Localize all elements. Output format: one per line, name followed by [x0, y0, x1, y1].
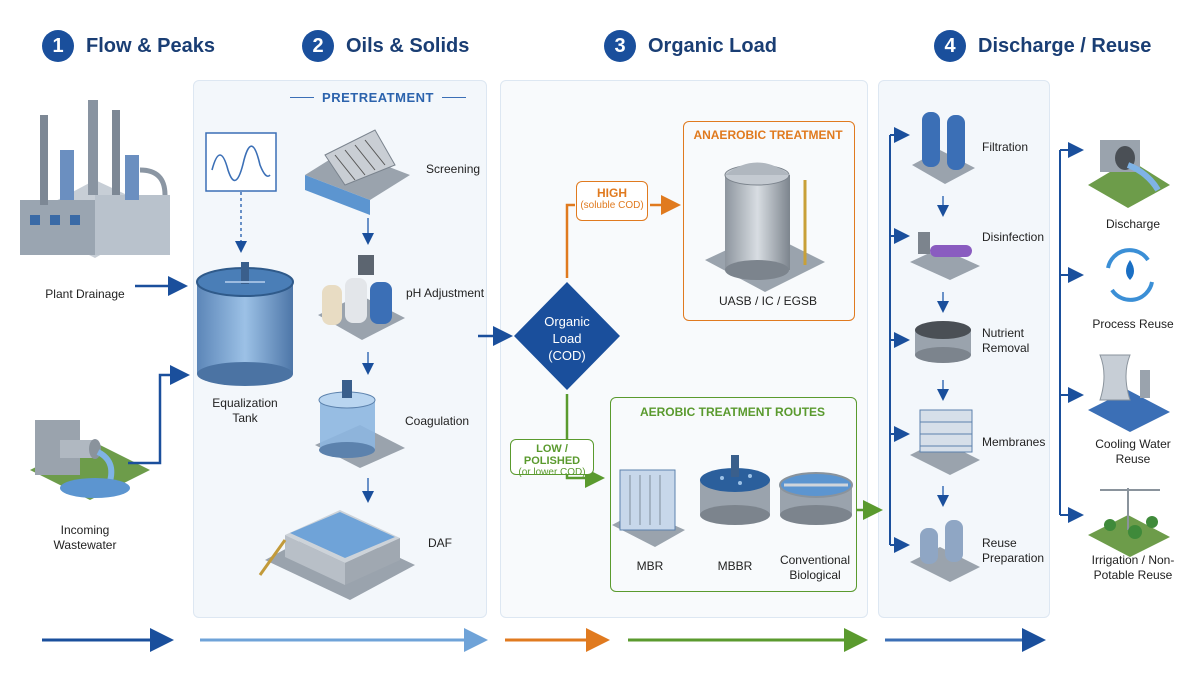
discharge-icon	[1088, 140, 1170, 208]
reuse-prep-line2: Preparation	[982, 551, 1045, 565]
plant-drainage-label: Plant Drainage	[45, 287, 125, 301]
step-title: Organic Load	[648, 34, 777, 57]
step-number: 4	[934, 30, 966, 62]
filtration-icon	[912, 112, 975, 184]
process-reuse-label: Process Reuse	[1078, 317, 1188, 332]
ph-adjustment-label: pH Adjustment	[406, 286, 485, 300]
incoming-wastewater-label: Incoming Wastewater	[30, 523, 140, 553]
step-title: Flow & Peaks	[86, 34, 215, 57]
mbbr-icon	[700, 455, 770, 525]
screening-label: Screening	[426, 162, 481, 176]
flow-chart-monitor-icon	[205, 132, 277, 192]
nutrient-removal-label: Nutrient Removal	[982, 326, 1029, 356]
step-4-header: 4 Discharge / Reuse	[934, 30, 1151, 62]
cooling-line2: Reuse	[1115, 452, 1151, 466]
irrigation-line1: Irrigation / Non-	[1091, 553, 1175, 567]
membranes-icon	[910, 409, 980, 475]
daf-unit-icon	[258, 510, 415, 600]
step-3-header: 3 Organic Load	[604, 30, 777, 62]
mbr-line1: MBR	[636, 559, 664, 573]
high-cod-tag: HIGH (soluble COD)	[576, 181, 648, 221]
disinfection-label: Disinfection	[982, 230, 1044, 245]
decision-line3: (COD)	[548, 348, 586, 363]
low-cod-tag: LOW / POLISHED (or lower COD)	[510, 439, 594, 478]
cooling-line1: Cooling Water	[1095, 437, 1171, 451]
incoming-line1: Incoming	[60, 523, 110, 537]
disinfection-line1: Disinfection	[982, 230, 1045, 244]
conventional-line1: Conventional	[779, 553, 851, 567]
irrigation-reuse-label: Irrigation / Non- Potable Reuse	[1078, 553, 1188, 583]
mbr-icon	[612, 469, 685, 547]
incoming-line2: Wastewater	[53, 538, 117, 552]
decision-line2: Load	[552, 331, 582, 346]
anaerobic-reactor-icon	[705, 162, 825, 292]
equalization-tank-icon	[196, 262, 294, 386]
filtration-label: Filtration	[982, 140, 1028, 155]
discharge-label: Discharge	[1078, 217, 1188, 232]
aerobic-title: AEROBIC TREATMENT ROUTES	[639, 405, 826, 419]
mbbr-line1: MBBR	[717, 559, 753, 573]
membranes-line1: Membranes	[982, 435, 1046, 449]
factory-icon	[20, 100, 170, 258]
nutrient-line2: Removal	[982, 341, 1030, 355]
screening-icon	[305, 129, 410, 215]
nutrient-line1: Nutrient	[982, 326, 1025, 340]
step-title: Discharge / Reuse	[978, 34, 1152, 57]
decision-line1: Organic	[544, 314, 590, 329]
step-number: 2	[302, 30, 334, 62]
equalization-line1: Equalization	[212, 396, 278, 410]
membranes-label: Membranes	[982, 435, 1045, 450]
disinfection-icon	[910, 232, 980, 280]
conventional-line2: Biological	[789, 568, 841, 582]
step-2-header: 2 Oils & Solids	[302, 30, 469, 62]
reuse-preparation-icon	[910, 520, 980, 582]
process-reuse-line1: Process Reuse	[1092, 317, 1174, 331]
conventional-biological-icon	[779, 472, 853, 525]
coagulation-label: Coagulation	[405, 414, 470, 428]
cooling-tower-icon	[1088, 354, 1170, 432]
organic-load-decision-label: Organic Load (COD)	[527, 313, 607, 364]
organic-load-decision-diamond	[514, 282, 620, 390]
conventional-biological-label: Conventional Biological	[775, 553, 855, 583]
reuse-preparation-label: Reuse Preparation	[982, 536, 1044, 566]
nutrient-removal-icon	[915, 321, 971, 363]
anaerobic-title: ANAEROBIC TREATMENT	[693, 128, 843, 142]
mbbr-label: MBBR	[700, 559, 770, 574]
equalization-line2: Tank	[232, 411, 258, 425]
step-title: Oils & Solids	[346, 34, 470, 57]
high-label: HIGH	[597, 186, 627, 200]
anaerobic-reactors-label: UASB / IC / EGSB	[718, 294, 818, 308]
coagulation-tank-icon	[315, 380, 405, 468]
reuse-prep-line1: Reuse	[982, 536, 1017, 550]
mbr-label: MBR	[615, 559, 685, 574]
low-sub: (or lower COD)	[518, 467, 586, 478]
step-number: 1	[42, 30, 74, 62]
pretreatment-heading: PRETREATMENT	[290, 90, 466, 105]
daf-label: DAF	[428, 536, 452, 550]
equalization-tank-label: Equalization Tank	[195, 396, 295, 426]
low-label: LOW / POLISHED	[523, 443, 581, 467]
high-sub: (soluble COD)	[580, 200, 644, 211]
step-number: 3	[604, 30, 636, 62]
discharge-line1: Discharge	[1105, 217, 1161, 231]
process-reuse-icon	[1106, 248, 1154, 302]
pretreatment-title: PRETREATMENT	[322, 90, 434, 105]
filtration-line1: Filtration	[982, 140, 1029, 154]
incoming-pipe-icon	[30, 420, 150, 500]
irrigation-line2: Potable Reuse	[1093, 568, 1173, 582]
anaerobic-treatment-box	[683, 121, 855, 321]
ph-adjustment-icon	[318, 255, 405, 340]
aerobic-treatment-box	[610, 397, 857, 592]
cooling-water-reuse-label: Cooling Water Reuse	[1078, 437, 1188, 467]
step-1-header: 1 Flow & Peaks	[42, 30, 215, 62]
irrigation-icon	[1088, 488, 1170, 557]
